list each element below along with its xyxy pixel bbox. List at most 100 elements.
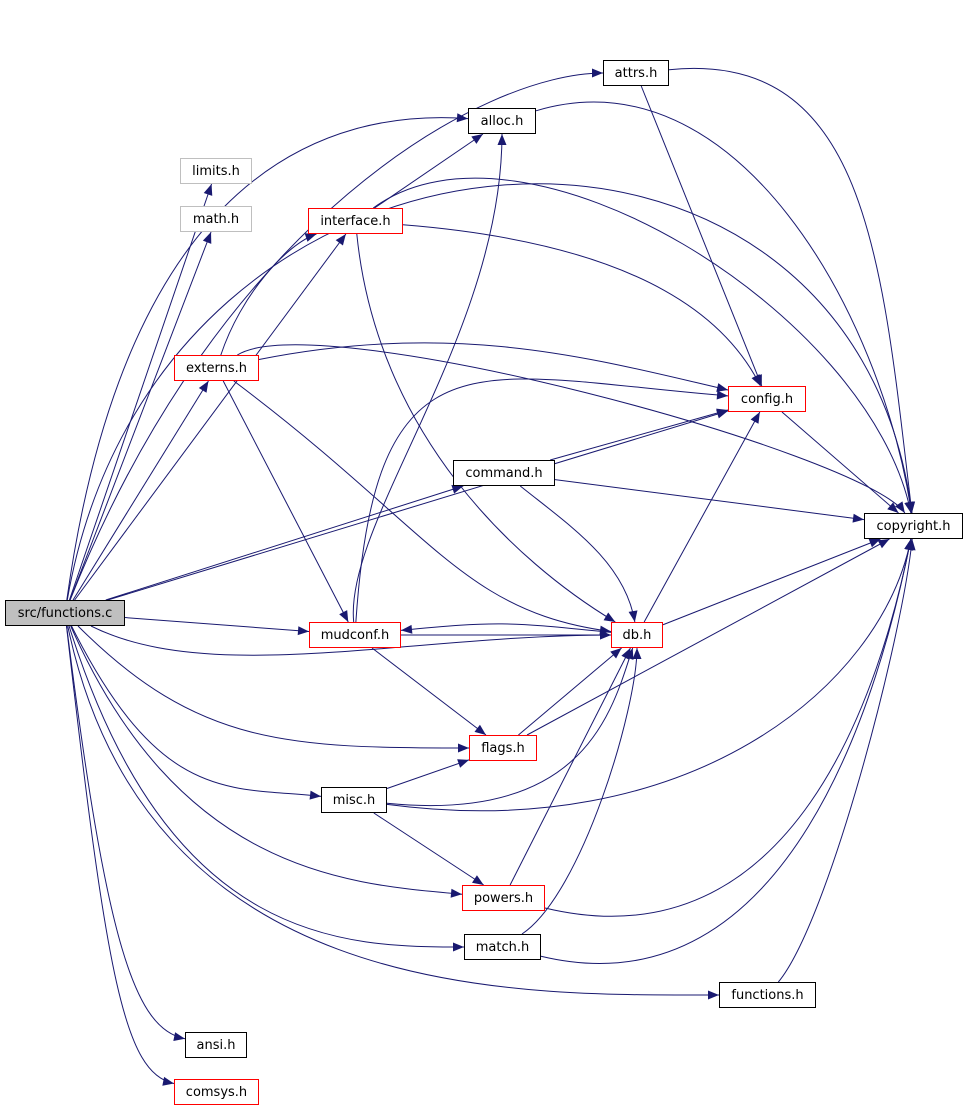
node-attrs-h[interactable]: attrs.h <box>603 60 669 86</box>
edge-root-to-copyright <box>66 183 913 601</box>
edge-alloc-to-copyright <box>535 101 913 514</box>
arrowhead-functions-to-copyright <box>906 539 916 551</box>
node-copyright-h[interactable]: copyright.h <box>864 513 963 539</box>
edge-root-to-misc <box>71 625 322 797</box>
edge-match-to-copyright <box>540 538 912 964</box>
edge-externs-to-interface <box>220 233 317 356</box>
edge-command-to-db <box>519 485 636 623</box>
arrowhead-root-to-comsys <box>162 1076 174 1086</box>
arrowhead-externs-to-interface <box>304 233 317 242</box>
arrowhead-config-to-copyright <box>887 502 899 513</box>
arrowhead-misc-to-powers <box>472 875 484 885</box>
edge-match-to-db <box>521 647 638 935</box>
edge-externs-to-copyright <box>237 344 906 514</box>
node-flags-h[interactable]: flags.h <box>469 735 537 761</box>
edge-mudconf-to-flags <box>371 647 487 736</box>
arrowhead-root-to-limits <box>203 184 213 196</box>
edge-command-to-copyright <box>554 479 865 521</box>
edge-db-to-copyright <box>662 538 881 626</box>
arrowhead-root-to-match <box>453 942 464 952</box>
edge-config-to-copyright <box>781 411 899 514</box>
edge-powers-to-db <box>509 647 631 886</box>
node-match-h[interactable]: match.h <box>464 934 541 960</box>
arrowhead-root-to-ansi <box>173 1032 185 1042</box>
arrowhead-root-to-externs <box>198 381 209 393</box>
edge-externs-to-config <box>258 342 729 391</box>
edge-powers-to-copyright <box>544 538 912 917</box>
edge-db-to-mudconf <box>400 623 612 633</box>
edge-root-to-limits <box>68 183 213 601</box>
node-powers-h[interactable]: powers.h <box>462 885 545 911</box>
arrowhead-flags-to-copyright <box>877 539 890 549</box>
edge-root-to-config <box>107 410 729 601</box>
node-functions-h[interactable]: functions.h <box>719 982 816 1008</box>
edge-root-to-mudconf <box>124 617 310 633</box>
node-alloc-h[interactable]: alloc.h <box>468 108 536 134</box>
edge-command-to-config <box>550 409 729 461</box>
arrowhead-root-to-functions <box>708 990 719 1000</box>
edge-root-to-flags <box>77 625 470 749</box>
arrowhead-root-to-alloc <box>456 113 468 123</box>
arrowhead-interface-to-copyright <box>904 501 914 513</box>
arrowhead-match-to-db <box>632 648 642 659</box>
edge-interface-to-db <box>356 233 616 623</box>
arrowhead-root-to-misc <box>309 790 321 800</box>
arrowhead-root-to-interface <box>335 234 346 246</box>
edge-root-to-powers <box>70 625 463 895</box>
arrowhead-db-to-mudconf <box>401 624 413 634</box>
arrowhead-mudconf-to-config <box>716 390 728 400</box>
edge-mudconf-to-alloc <box>352 133 503 623</box>
edge-root-to-command <box>105 485 464 601</box>
arrowhead-misc-to-flags <box>457 759 469 768</box>
edge-externs-to-db <box>233 380 612 633</box>
edge-root-to-functions <box>67 625 720 996</box>
edge-flags-to-copyright <box>526 538 890 736</box>
node-command-h[interactable]: command.h <box>453 460 555 486</box>
edge-interface-to-config <box>402 224 761 387</box>
arrowhead-mudconf-to-db <box>600 630 611 640</box>
edge-misc-to-flags <box>386 759 470 789</box>
node-interface-h[interactable]: interface.h <box>308 208 403 234</box>
arrowhead-root-to-math <box>202 232 212 244</box>
arrowhead-interface-to-db <box>603 612 616 622</box>
edge-db-to-config <box>643 411 761 623</box>
node-src-functions-c[interactable]: src/functions.c <box>5 600 125 626</box>
node-comsys-h[interactable]: comsys.h <box>174 1079 259 1105</box>
arrowhead-flags-to-db <box>610 648 622 659</box>
arrowhead-root-to-attrs <box>592 68 603 78</box>
node-config-h[interactable]: config.h <box>728 386 806 412</box>
arrowhead-externs-to-copyright <box>894 501 905 513</box>
node-misc-h[interactable]: misc.h <box>321 787 387 813</box>
edge-externs-to-mudconf <box>222 380 349 623</box>
edge-root-to-externs <box>72 380 209 601</box>
node-db-h[interactable]: db.h <box>611 622 663 648</box>
node-externs-h[interactable]: externs.h <box>174 355 259 381</box>
node-mudconf-h[interactable]: mudconf.h <box>309 622 401 648</box>
arrowhead-externs-to-mudconf <box>339 610 349 622</box>
edge-root-to-math <box>69 231 212 601</box>
arrowhead-root-to-powers <box>450 888 462 898</box>
arrowhead-command-to-config <box>716 408 728 418</box>
edge-flags-to-db <box>518 647 622 736</box>
edge-interface-to-copyright <box>372 177 912 514</box>
edge-misc-to-powers <box>373 812 484 886</box>
arrowhead-externs-to-config <box>716 383 728 392</box>
edge-misc-to-db <box>386 647 634 806</box>
node-math-h[interactable]: math.h <box>180 206 252 232</box>
node-limits-h[interactable]: limits.h <box>180 158 252 184</box>
edge-root-to-alloc <box>66 117 469 601</box>
edge-root-to-ansi <box>66 625 186 1040</box>
arrowhead-root-to-flags <box>458 743 469 753</box>
node-ansi-h[interactable]: ansi.h <box>185 1032 247 1058</box>
edge-root-to-comsys <box>65 625 175 1084</box>
arrowhead-root-to-command <box>451 485 464 494</box>
arrowhead-interface-to-alloc <box>471 134 483 144</box>
edge-layer <box>65 67 916 1086</box>
arrowhead-root-to-mudconf <box>297 626 309 636</box>
edge-root-to-match <box>68 625 465 948</box>
arrowhead-interface-to-config <box>751 374 761 386</box>
arrowhead-command-to-copyright <box>852 513 864 523</box>
edge-functions-to-copyright <box>777 538 913 983</box>
arrowhead-db-to-copyright <box>868 538 881 548</box>
